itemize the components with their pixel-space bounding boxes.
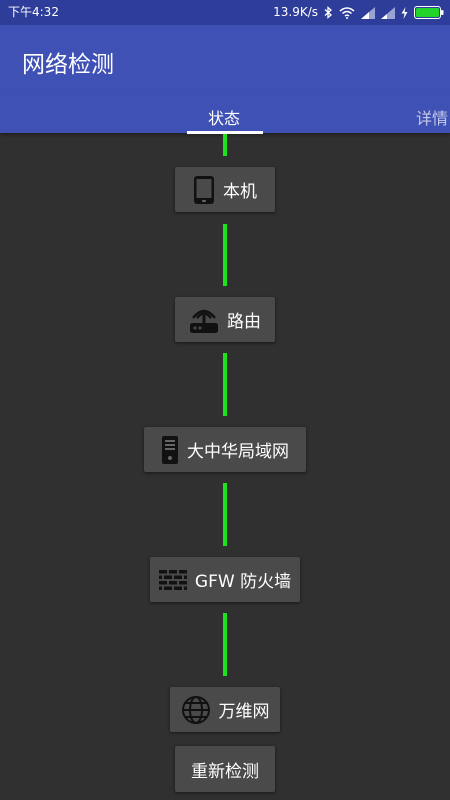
status-bar: 下午4:32 13.9K/s	[0, 0, 450, 25]
signal-icon	[361, 6, 375, 19]
app-bar: 网络检测	[0, 25, 450, 95]
retest-button[interactable]: 重新检测	[175, 746, 275, 792]
node-label: 路由	[227, 312, 261, 332]
node-label: 万维网	[218, 702, 270, 722]
node-firewall: GFW 防火墙	[150, 557, 300, 602]
tab-indicator	[187, 131, 263, 134]
link-line	[223, 134, 227, 156]
phone-icon	[193, 175, 215, 205]
link-line	[223, 353, 227, 416]
node-local-device: 本机	[175, 167, 275, 212]
page-title: 网络检测	[22, 52, 114, 78]
node-label: 本机	[223, 182, 257, 202]
node-label: 大中华局域网	[187, 442, 289, 462]
node-lan: 大中华局域网	[144, 427, 306, 472]
node-label: GFW 防火墙	[194, 572, 292, 592]
signal-icon-2	[381, 6, 395, 19]
tab-bar: 状态 详情	[0, 95, 450, 133]
network-speed: 13.9K/s	[273, 5, 318, 19]
link-line	[223, 483, 227, 546]
globe-icon	[181, 695, 211, 725]
tab-details[interactable]: 详情	[416, 109, 449, 128]
status-icons: 13.9K/s	[273, 0, 444, 25]
battery-icon	[414, 6, 444, 19]
tab-status[interactable]: 状态	[208, 109, 241, 128]
server-icon	[161, 435, 179, 465]
router-icon	[189, 306, 219, 334]
brick-wall-icon	[158, 569, 187, 590]
bluetooth-icon	[324, 6, 333, 19]
status-time: 下午4:32	[8, 5, 59, 19]
node-internet: 万维网	[170, 687, 280, 732]
wifi-icon	[339, 6, 355, 19]
link-line	[223, 224, 227, 286]
link-line	[223, 613, 227, 676]
charging-icon	[401, 6, 408, 19]
node-router: 路由	[175, 297, 275, 342]
